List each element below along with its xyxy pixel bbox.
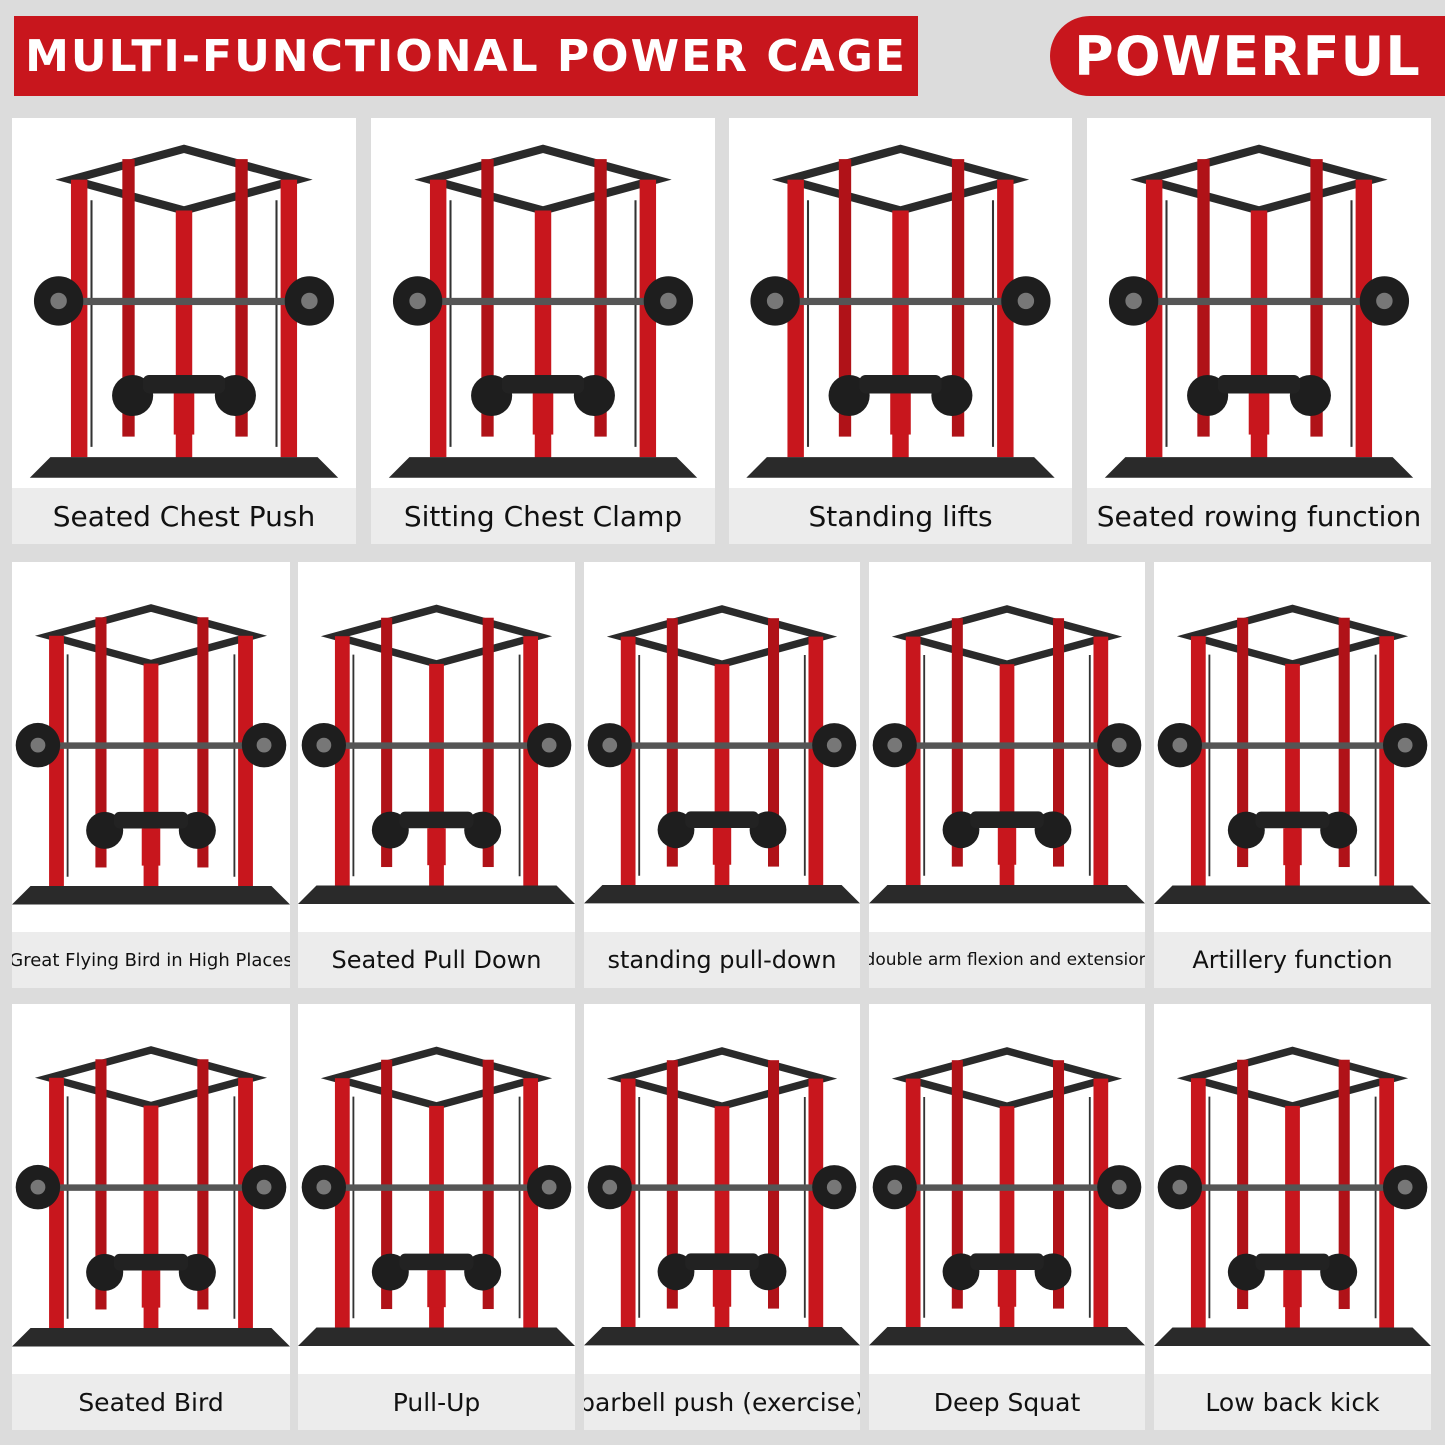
page-subtitle: POWERFUL	[1074, 24, 1421, 88]
exercise-photo	[12, 1004, 290, 1374]
exercise-label: Seated Bird	[12, 1374, 290, 1430]
exercise-label: Deep Squat	[869, 1374, 1145, 1430]
exercise-photo	[12, 118, 356, 488]
power-cage-illustration	[12, 1022, 290, 1356]
exercise-card: Seated Chest Push	[12, 118, 356, 544]
exercise-photo	[869, 1004, 1145, 1374]
power-cage-illustration	[584, 581, 860, 913]
page-title: MULTI-FUNCTIONAL POWER CAGE	[25, 30, 907, 82]
title-banner-left: MULTI-FUNCTIONAL POWER CAGE	[14, 16, 918, 96]
power-cage-illustration	[584, 1023, 860, 1355]
exercise-card: Seated Bird	[12, 1004, 290, 1430]
exercise-photo	[1154, 1004, 1431, 1374]
power-cage-illustration	[746, 118, 1055, 488]
exercise-photo	[12, 562, 290, 932]
exercise-photo	[371, 118, 715, 488]
title-banner-right: POWERFUL	[1050, 16, 1445, 96]
exercise-card: Low back kick	[1154, 1004, 1431, 1430]
power-cage-illustration	[1154, 580, 1431, 914]
exercise-card: Standing lifts	[729, 118, 1072, 544]
exercise-label: Low back kick	[1154, 1374, 1431, 1430]
power-cage-illustration	[869, 1023, 1145, 1355]
power-cage-illustration	[388, 118, 698, 488]
exercise-photo	[1154, 562, 1431, 932]
exercise-label: barbell push (exercise)	[584, 1374, 860, 1430]
power-cage-illustration	[29, 118, 339, 488]
exercise-label: Seated Pull Down	[298, 932, 575, 988]
power-cage-illustration	[1154, 1022, 1431, 1356]
exercise-label: Sitting Chest Clamp	[371, 488, 715, 544]
exercise-label: Pull-Up	[298, 1374, 575, 1430]
power-cage-illustration	[1104, 118, 1414, 488]
exercise-card: Deep Squat	[869, 1004, 1145, 1430]
exercise-label: Great Flying Bird in High Places	[12, 932, 290, 988]
exercise-label: double arm flexion and extension	[869, 932, 1145, 988]
exercise-label: Seated Chest Push	[12, 488, 356, 544]
exercise-card: Seated rowing function	[1087, 118, 1431, 544]
exercise-card: Seated Pull Down	[298, 562, 575, 988]
exercise-label: Seated rowing function	[1087, 488, 1431, 544]
exercise-photo	[298, 562, 575, 932]
exercise-photo	[729, 118, 1072, 488]
exercise-photo	[298, 1004, 575, 1374]
exercise-photo	[1087, 118, 1431, 488]
exercise-label: standing pull-down	[584, 932, 860, 988]
exercise-photo	[584, 1004, 860, 1374]
exercise-card: Artillery function	[1154, 562, 1431, 988]
power-cage-illustration	[12, 580, 290, 914]
exercise-card: Pull-Up	[298, 1004, 575, 1430]
exercise-photo	[584, 562, 860, 932]
exercise-photo	[869, 562, 1145, 932]
power-cage-illustration	[869, 581, 1145, 913]
exercise-card: Sitting Chest Clamp	[371, 118, 715, 544]
exercise-card: standing pull-down	[584, 562, 860, 988]
exercise-card: double arm flexion and extension	[869, 562, 1145, 988]
exercise-card: Great Flying Bird in High Places	[12, 562, 290, 988]
exercise-card: barbell push (exercise)	[584, 1004, 860, 1430]
exercise-label: Artillery function	[1154, 932, 1431, 988]
power-cage-illustration	[298, 580, 575, 914]
exercise-label: Standing lifts	[729, 488, 1072, 544]
power-cage-illustration	[298, 1022, 575, 1356]
